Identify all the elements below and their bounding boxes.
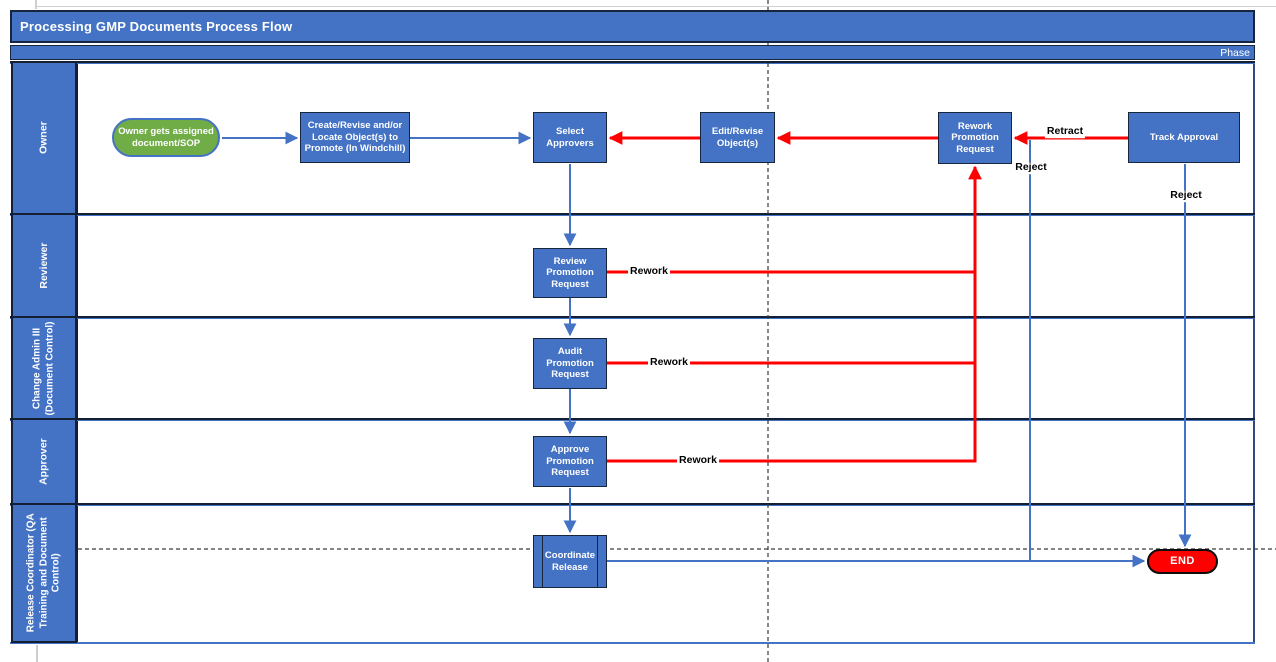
lane-label-owner: Owner — [11, 61, 77, 215]
lane-label-text: Owner — [37, 121, 50, 155]
lane-separator-4 — [10, 503, 1255, 506]
node-select-approvers: Select Approvers — [533, 112, 607, 163]
lane-label-text: Approver — [37, 438, 50, 485]
lane-label-release-coordinator: Release Coordinator (QA Training and Doc… — [11, 503, 77, 643]
lane-separator-1 — [10, 213, 1255, 216]
node-label: Rework Promotion Request — [951, 120, 999, 155]
lane-label-change-admin: Change Admin III (Document Control) — [11, 316, 77, 420]
lane-separator-2 — [10, 316, 1255, 319]
edge-label-rework-review: Rework — [628, 265, 670, 278]
node-label: Audit Promotion Request — [546, 346, 594, 381]
edge-label-reject-track: Reject — [1168, 189, 1204, 202]
node-label: Track Approval — [1149, 131, 1219, 143]
node-start: Owner gets assigned document/SOP — [112, 118, 220, 157]
node-track-approval: Track Approval — [1128, 112, 1240, 163]
node-end: END — [1147, 549, 1218, 574]
lane-bottom-border — [10, 642, 1255, 644]
node-label: Owner gets assigned document/SOP — [118, 126, 214, 149]
lane-label-text: Change Admin III (Document Control) — [31, 321, 56, 415]
phase-bar: Phase — [10, 45, 1255, 60]
node-label: Approve Promotion Request — [546, 444, 594, 479]
lane-label-approver: Approver — [11, 418, 77, 505]
page-edge-bottom-tick — [36, 645, 38, 662]
node-label: Create/Revise and/or Locate Object(s) to… — [304, 120, 406, 155]
edge-label-rework-audit: Rework — [648, 356, 690, 369]
node-review-promotion: Review Promotion Request — [533, 248, 607, 298]
node-audit-promotion: Audit Promotion Request — [533, 338, 607, 389]
label-column-right-border — [76, 61, 78, 643]
edge-approve-rework-up — [607, 165, 982, 463]
node-label: Review Promotion Request — [546, 255, 594, 290]
node-label: Coordinate Release — [544, 550, 596, 573]
node-coordinate-release: Coordinate Release — [533, 535, 607, 588]
node-label: Edit/Revise Object(s) — [711, 126, 764, 149]
node-approve-promotion: Approve Promotion Request — [533, 436, 607, 487]
title-bar: Processing GMP Documents Process Flow — [10, 10, 1255, 43]
node-label: Select Approvers — [546, 126, 594, 149]
lane-label-text: Reviewer — [37, 242, 50, 289]
node-edit-revise: Edit/Revise Object(s) — [700, 112, 775, 163]
edge-label-retract: Retract — [1044, 125, 1086, 138]
page-title: Processing GMP Documents Process Flow — [20, 19, 293, 34]
node-label: END — [1170, 554, 1195, 567]
page-edge-top-tick — [35, 0, 37, 9]
lane-top-border — [10, 61, 1255, 64]
lane-label-reviewer: Reviewer — [11, 213, 77, 318]
node-create-revise: Create/Revise and/or Locate Object(s) to… — [300, 112, 410, 163]
edge-label-rework-approve: Rework — [677, 454, 719, 467]
lane-label-text: Release Coordinator (QA Training and Doc… — [25, 513, 62, 633]
frame-right-border — [1253, 61, 1255, 643]
edge-label-reject-junction: Reject — [1013, 161, 1049, 174]
node-rework-promotion: Rework Promotion Request — [938, 112, 1012, 164]
lane-separator-3 — [10, 418, 1255, 421]
phase-label: Phase — [1220, 46, 1250, 59]
page-edge-top-line — [35, 6, 1276, 7]
